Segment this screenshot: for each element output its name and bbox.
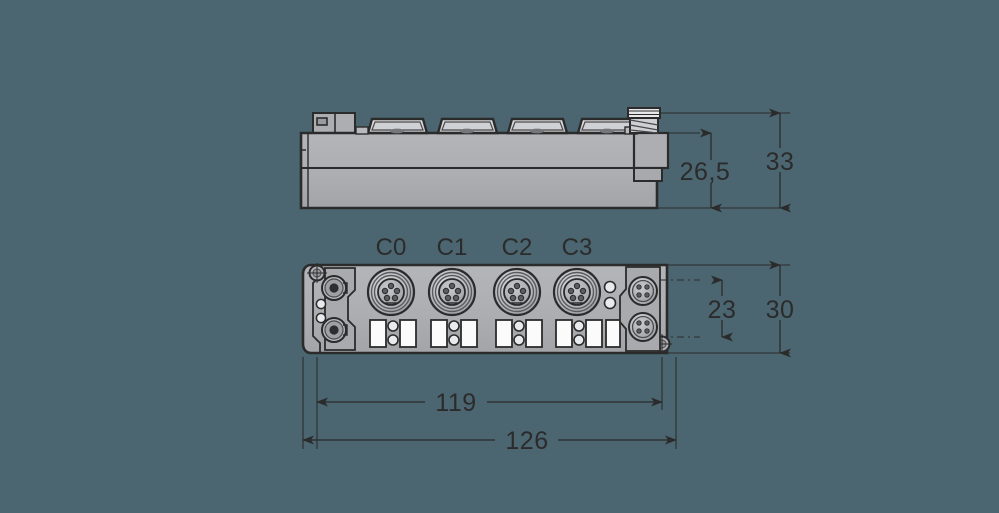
side-view-group: 26,5 33	[299, 107, 795, 213]
mounting-hole-top-left	[307, 263, 327, 283]
side-connector-block	[506, 117, 569, 135]
io-indicator-group-c0	[369, 319, 417, 348]
dimension-30-label: 30	[766, 296, 795, 324]
dimension-26-5-label: 26,5	[680, 158, 731, 186]
bottom-view-group: C0 C1 C2 C3	[301, 234, 795, 455]
power-connector-lower	[321, 317, 348, 343]
side-extension-lines	[657, 112, 790, 209]
port-label-c2: C2	[502, 234, 533, 261]
side-right-step	[632, 131, 670, 182]
right-fieldbus-section	[619, 266, 661, 352]
dimension-23-label: 23	[708, 296, 737, 324]
dimension-26-5: 26,5	[680, 128, 731, 213]
side-connector-block	[366, 117, 429, 135]
left-power-section	[315, 267, 356, 351]
io-indicator-group-c1	[430, 319, 478, 348]
module-status-leds	[603, 280, 617, 310]
m12-port-c3	[552, 267, 602, 317]
port-label-c0: C0	[376, 234, 407, 261]
side-threaded-connector	[627, 107, 661, 134]
m8-port-upper	[628, 276, 658, 306]
port-label-c1: C1	[437, 234, 468, 261]
side-connector-block	[576, 117, 639, 135]
m12-port-c1	[427, 267, 477, 317]
io-indicator-group-c2	[495, 319, 543, 348]
status-led	[315, 298, 327, 310]
dimension-119: 119	[316, 389, 663, 417]
dimension-126-label: 126	[505, 427, 548, 455]
dimension-126: 126	[302, 427, 677, 455]
m12-port-c2	[492, 267, 542, 317]
power-connector-upper	[321, 275, 348, 301]
port-label-c3: C3	[562, 234, 593, 261]
status-led	[315, 312, 327, 324]
side-connector-block	[436, 117, 499, 135]
dimension-33: 33	[766, 108, 795, 213]
dimension-30: 30	[766, 260, 795, 358]
dimension-33-label: 33	[766, 148, 795, 176]
side-body	[299, 131, 659, 210]
m8-port-lower	[628, 312, 658, 342]
side-connector-blocks	[366, 117, 639, 135]
dimension-119-label: 119	[435, 389, 476, 417]
m12-port-c0	[366, 267, 416, 317]
io-indicator-group-c3	[555, 319, 621, 348]
dimension-23: 23	[708, 275, 737, 342]
side-left-terminal	[312, 112, 356, 134]
